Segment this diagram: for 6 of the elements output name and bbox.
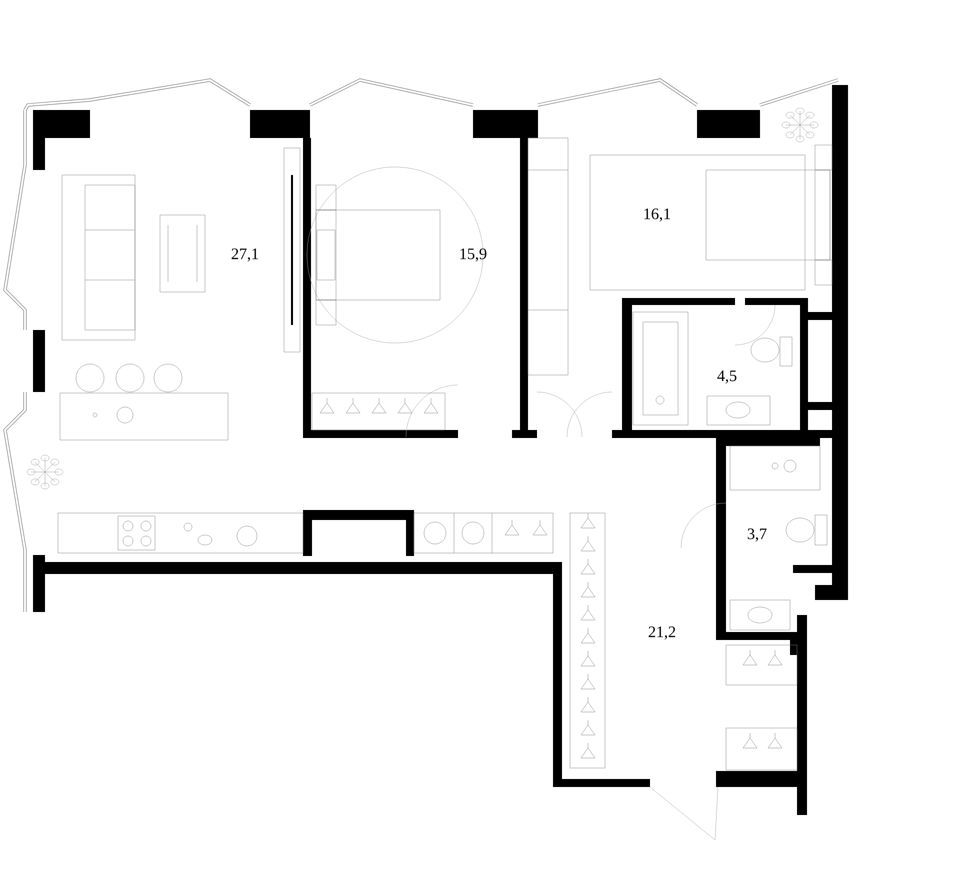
area-label: 3,7 [748, 528, 767, 542]
area-label: 15,9 [460, 248, 486, 262]
area-label: 4,5 [717, 370, 736, 384]
area-label: 16,1 [644, 208, 670, 222]
area-label: 21,2 [648, 626, 676, 640]
area-label: 27,1 [232, 248, 258, 262]
